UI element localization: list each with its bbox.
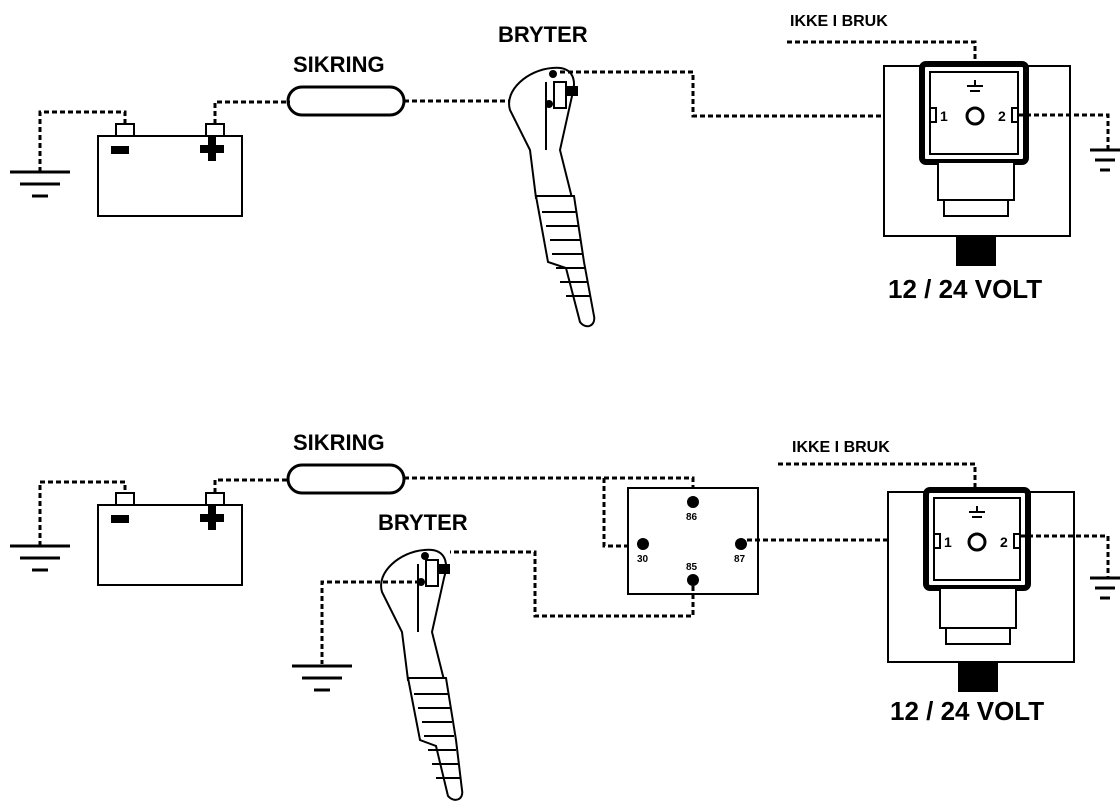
joystick-switch-icon — [380, 548, 464, 801]
battery-icon — [97, 123, 243, 217]
coil-pin-1-label: 1 — [940, 108, 948, 124]
relay-pin-30: 30 — [637, 554, 649, 565]
joystick-switch-icon — [508, 66, 596, 328]
wire-switch-ground — [320, 580, 420, 664]
ground-symbol-icon — [967, 80, 983, 92]
minus-icon — [111, 146, 129, 154]
relay-pin-86: 86 — [686, 512, 698, 523]
unused-label: IKKE I BRUK — [790, 13, 888, 30]
solenoid-coil-icon — [883, 61, 1071, 266]
switch-label: BRYTER — [498, 22, 588, 47]
wire-battery-fuse — [213, 100, 290, 124]
diagram-bottom: SIKRING 86 30 87 85 BRYTER — [8, 430, 1120, 801]
relay-icon — [627, 487, 759, 595]
wire-coil-ground — [1018, 113, 1110, 150]
diagram-top: SIKRING BRYTER IKKE I BRUK — [8, 13, 1120, 328]
solenoid-coil-icon — [887, 487, 1075, 692]
wire-battery-fuse — [213, 478, 290, 493]
ground-symbol-icon — [8, 544, 72, 572]
wire-switch-coil — [560, 70, 930, 118]
fuse-label: SIKRING — [293, 52, 385, 77]
plus-icon — [200, 137, 224, 161]
fuse-icon — [286, 463, 406, 495]
relay-pin-87: 87 — [734, 554, 746, 565]
plus-icon — [200, 506, 224, 530]
ground-symbol-icon — [290, 664, 354, 692]
wire-unused — [778, 462, 977, 488]
wire-fuse-relay-30 — [602, 478, 638, 548]
switch-label: BRYTER — [378, 510, 468, 535]
ground-symbol-icon — [1088, 576, 1120, 600]
ground-symbol-icon — [969, 506, 985, 518]
relay-pin-85: 85 — [686, 562, 698, 573]
wire-ground-battery — [38, 480, 127, 546]
unused-label: IKKE I BRUK — [792, 439, 890, 456]
wire-coil-ground — [1020, 534, 1110, 578]
coil-pin-2-label: 2 — [1000, 534, 1008, 550]
ground-symbol-icon — [8, 170, 72, 198]
wire-relay-switch — [450, 550, 695, 618]
voltage-label: 12 / 24 VOLT — [888, 274, 1042, 304]
ground-symbol-icon — [1088, 148, 1120, 172]
coil-pin-2-label: 2 — [998, 108, 1006, 124]
wire-unused — [787, 40, 977, 64]
coil-pin-1-label: 1 — [944, 534, 952, 550]
battery-icon — [97, 492, 243, 586]
fuse-icon — [286, 85, 406, 117]
minus-icon — [111, 515, 129, 523]
fuse-label: SIKRING — [293, 430, 385, 455]
voltage-label: 12 / 24 VOLT — [890, 696, 1044, 726]
